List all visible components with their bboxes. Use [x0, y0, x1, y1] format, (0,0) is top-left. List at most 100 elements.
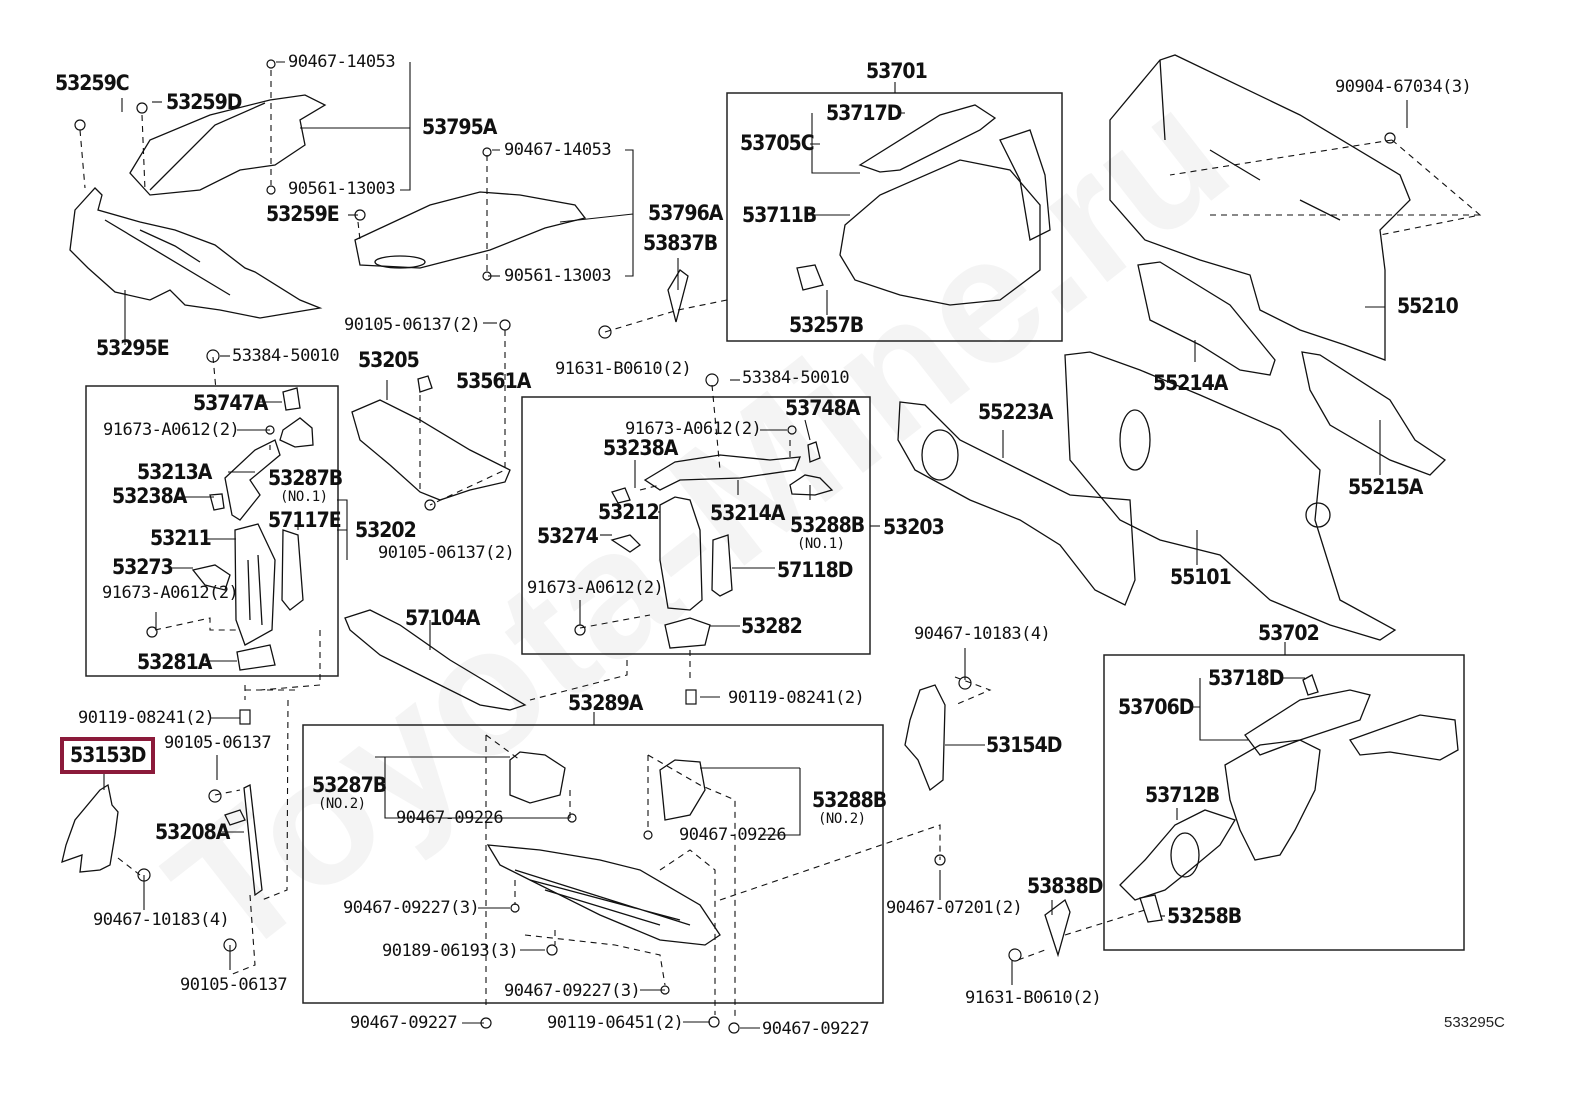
- part-label-55101[interactable]: 55101: [1170, 565, 1232, 589]
- part-53295E: [69, 187, 323, 319]
- part-label-90467-10183-4[interactable]: 90467-10183(4): [93, 910, 230, 930]
- part-label-90904-67034[interactable]: 90904-67034(3): [1335, 77, 1472, 97]
- clip-icon: [643, 830, 653, 840]
- bolt-icon: [208, 789, 222, 803]
- part-label-90119-06451-2[interactable]: 90119-06451(2): [547, 1013, 684, 1033]
- part-label-53258B[interactable]: 53258B: [1167, 904, 1242, 928]
- part-label-53257B[interactable]: 53257B: [789, 313, 864, 337]
- part-label-90561-13003[interactable]: 90561-13003: [504, 266, 612, 286]
- part-53282: [664, 617, 711, 649]
- bolt-icon: [787, 425, 797, 435]
- part-label-53706D[interactable]: 53706D: [1118, 695, 1194, 719]
- part-label-53288B-no1[interactable]: 53288B: [790, 513, 865, 537]
- part-label-90467-09226[interactable]: 90467-09226: [679, 825, 787, 845]
- part-label-53288B-no2[interactable]: 53288B: [812, 788, 887, 812]
- part-53706D: [1244, 689, 1371, 756]
- part-label-90105-06137-2[interactable]: 90105-06137(2): [344, 315, 481, 335]
- part-label-53214A[interactable]: 53214A: [710, 501, 785, 525]
- nut-icon: [482, 147, 492, 157]
- part-label-53202[interactable]: 53202: [355, 518, 417, 542]
- part-label-90119-08241-2[interactable]: 90119-08241(2): [78, 708, 215, 728]
- part-label-91673-A0612-2[interactable]: 91673-A0612(2): [102, 583, 239, 603]
- part-label-55214A[interactable]: 55214A: [1153, 371, 1228, 395]
- part-53718D: [1302, 674, 1319, 696]
- part-label-53205[interactable]: 53205: [358, 348, 420, 372]
- part-label-90467-09227[interactable]: 90467-09227: [350, 1013, 458, 1033]
- part-label-53273[interactable]: 53273: [112, 555, 174, 579]
- part-label-90105-06137[interactable]: 90105-06137: [164, 733, 272, 753]
- part-label-53712B[interactable]: 53712B: [1145, 783, 1220, 807]
- part-label-57104A[interactable]: 57104A: [405, 606, 480, 630]
- part-label-53211[interactable]: 53211: [150, 526, 212, 550]
- part-label-53384-50010[interactable]: 53384-50010: [742, 368, 850, 388]
- bolt-icon: [499, 319, 511, 331]
- part-label-55215A[interactable]: 55215A: [1348, 475, 1423, 499]
- part-label-90189-06193-3[interactable]: 90189-06193(3): [382, 941, 519, 961]
- part-label-91673-A0612-2[interactable]: 91673-A0612(2): [625, 419, 762, 439]
- part-label-53213A[interactable]: 53213A: [137, 460, 212, 484]
- part-label-90119-08241-2[interactable]: 90119-08241(2): [728, 688, 865, 708]
- part-label-53717D[interactable]: 53717D: [826, 101, 902, 125]
- part-label-53384-50010[interactable]: 53384-50010: [232, 346, 340, 366]
- part-label-90467-14053[interactable]: 90467-14053: [288, 52, 396, 72]
- part-53711B: [839, 159, 1041, 306]
- part-label-53838D[interactable]: 53838D: [1027, 874, 1103, 898]
- part-label-55223A[interactable]: 55223A: [978, 400, 1053, 424]
- nut-icon: [206, 349, 220, 363]
- part-label-53259C[interactable]: 53259C: [55, 71, 130, 95]
- part-53238A-a: [209, 493, 225, 511]
- part-label-91631-B0610-2[interactable]: 91631-B0610(2): [555, 359, 692, 379]
- part-53747A: [282, 387, 301, 411]
- group-box-53702: [1103, 654, 1465, 951]
- part-label-90105-06137-2[interactable]: 90105-06137(2): [378, 543, 515, 563]
- part-label-53747A[interactable]: 53747A: [193, 391, 268, 415]
- flange-bolt-icon: [685, 689, 697, 705]
- bolt-icon: [265, 425, 275, 435]
- part-label-53289A[interactable]: 53289A: [568, 691, 643, 715]
- part-label-57118D[interactable]: 57118D: [777, 558, 853, 582]
- part-label-53796A[interactable]: 53796A: [648, 201, 723, 225]
- part-label-90561-13003[interactable]: 90561-13003: [288, 179, 396, 199]
- part-label-91631-B0610-2[interactable]: 91631-B0610(2): [965, 988, 1102, 1008]
- part-label-53281A[interactable]: 53281A: [137, 650, 212, 674]
- part-label-53238A[interactable]: 53238A: [603, 436, 678, 460]
- part-label-53238A[interactable]: 53238A: [112, 484, 187, 508]
- part-label-90467-07201-2[interactable]: 90467-07201(2): [886, 898, 1023, 918]
- part-label-53702[interactable]: 53702: [1258, 621, 1320, 645]
- part-label-53153D-highlighted[interactable]: 53153D: [60, 737, 156, 774]
- part-label-90467-09227-3[interactable]: 90467-09227(3): [343, 898, 480, 918]
- part-label-53212[interactable]: 53212: [598, 500, 660, 524]
- part-label-no1: (NO.1): [280, 489, 328, 505]
- part-53212: [659, 496, 703, 611]
- part-label-53208A[interactable]: 53208A: [155, 820, 230, 844]
- part-label-91673-A0612-2[interactable]: 91673-A0612(2): [527, 578, 664, 598]
- nut-icon: [546, 944, 558, 956]
- part-label-53718D[interactable]: 53718D: [1208, 666, 1284, 690]
- part-label-90467-10183-4[interactable]: 90467-10183(4): [914, 624, 1051, 644]
- part-label-90105-06137[interactable]: 90105-06137: [180, 975, 288, 995]
- part-label-53748A[interactable]: 53748A: [785, 396, 860, 420]
- part-label-53561A[interactable]: 53561A: [456, 369, 531, 393]
- part-label-53287B-no2[interactable]: 53287B: [312, 773, 387, 797]
- part-label-53295E[interactable]: 53295E: [96, 336, 170, 360]
- part-label-53259D[interactable]: 53259D: [166, 90, 242, 114]
- part-label-53154D[interactable]: 53154D: [986, 733, 1062, 757]
- part-label-90467-09227-3[interactable]: 90467-09227(3): [504, 981, 641, 1001]
- part-label-90467-09227[interactable]: 90467-09227: [762, 1019, 870, 1039]
- part-label-90467-09226[interactable]: 90467-09226: [396, 808, 504, 828]
- part-label-53287B-no1[interactable]: 53287B: [268, 466, 343, 490]
- part-label-53203[interactable]: 53203: [883, 515, 945, 539]
- part-label-57117E[interactable]: 57117E: [268, 508, 342, 532]
- part-label-53795A[interactable]: 53795A: [422, 115, 497, 139]
- part-label-53837B[interactable]: 53837B: [643, 231, 718, 255]
- part-label-55210[interactable]: 55210: [1397, 294, 1459, 318]
- part-label-53701[interactable]: 53701: [866, 59, 928, 83]
- part-label-90467-14053[interactable]: 90467-14053: [504, 140, 612, 160]
- part-label-91673-A0612-2[interactable]: 91673-A0612(2): [103, 420, 240, 440]
- clip-icon: [354, 209, 366, 221]
- part-label-53274[interactable]: 53274: [537, 524, 599, 548]
- part-label-53259E[interactable]: 53259E: [266, 202, 340, 226]
- part-label-53705C[interactable]: 53705C: [740, 131, 815, 155]
- part-label-53282[interactable]: 53282: [741, 614, 803, 638]
- part-label-53711B[interactable]: 53711B: [742, 203, 817, 227]
